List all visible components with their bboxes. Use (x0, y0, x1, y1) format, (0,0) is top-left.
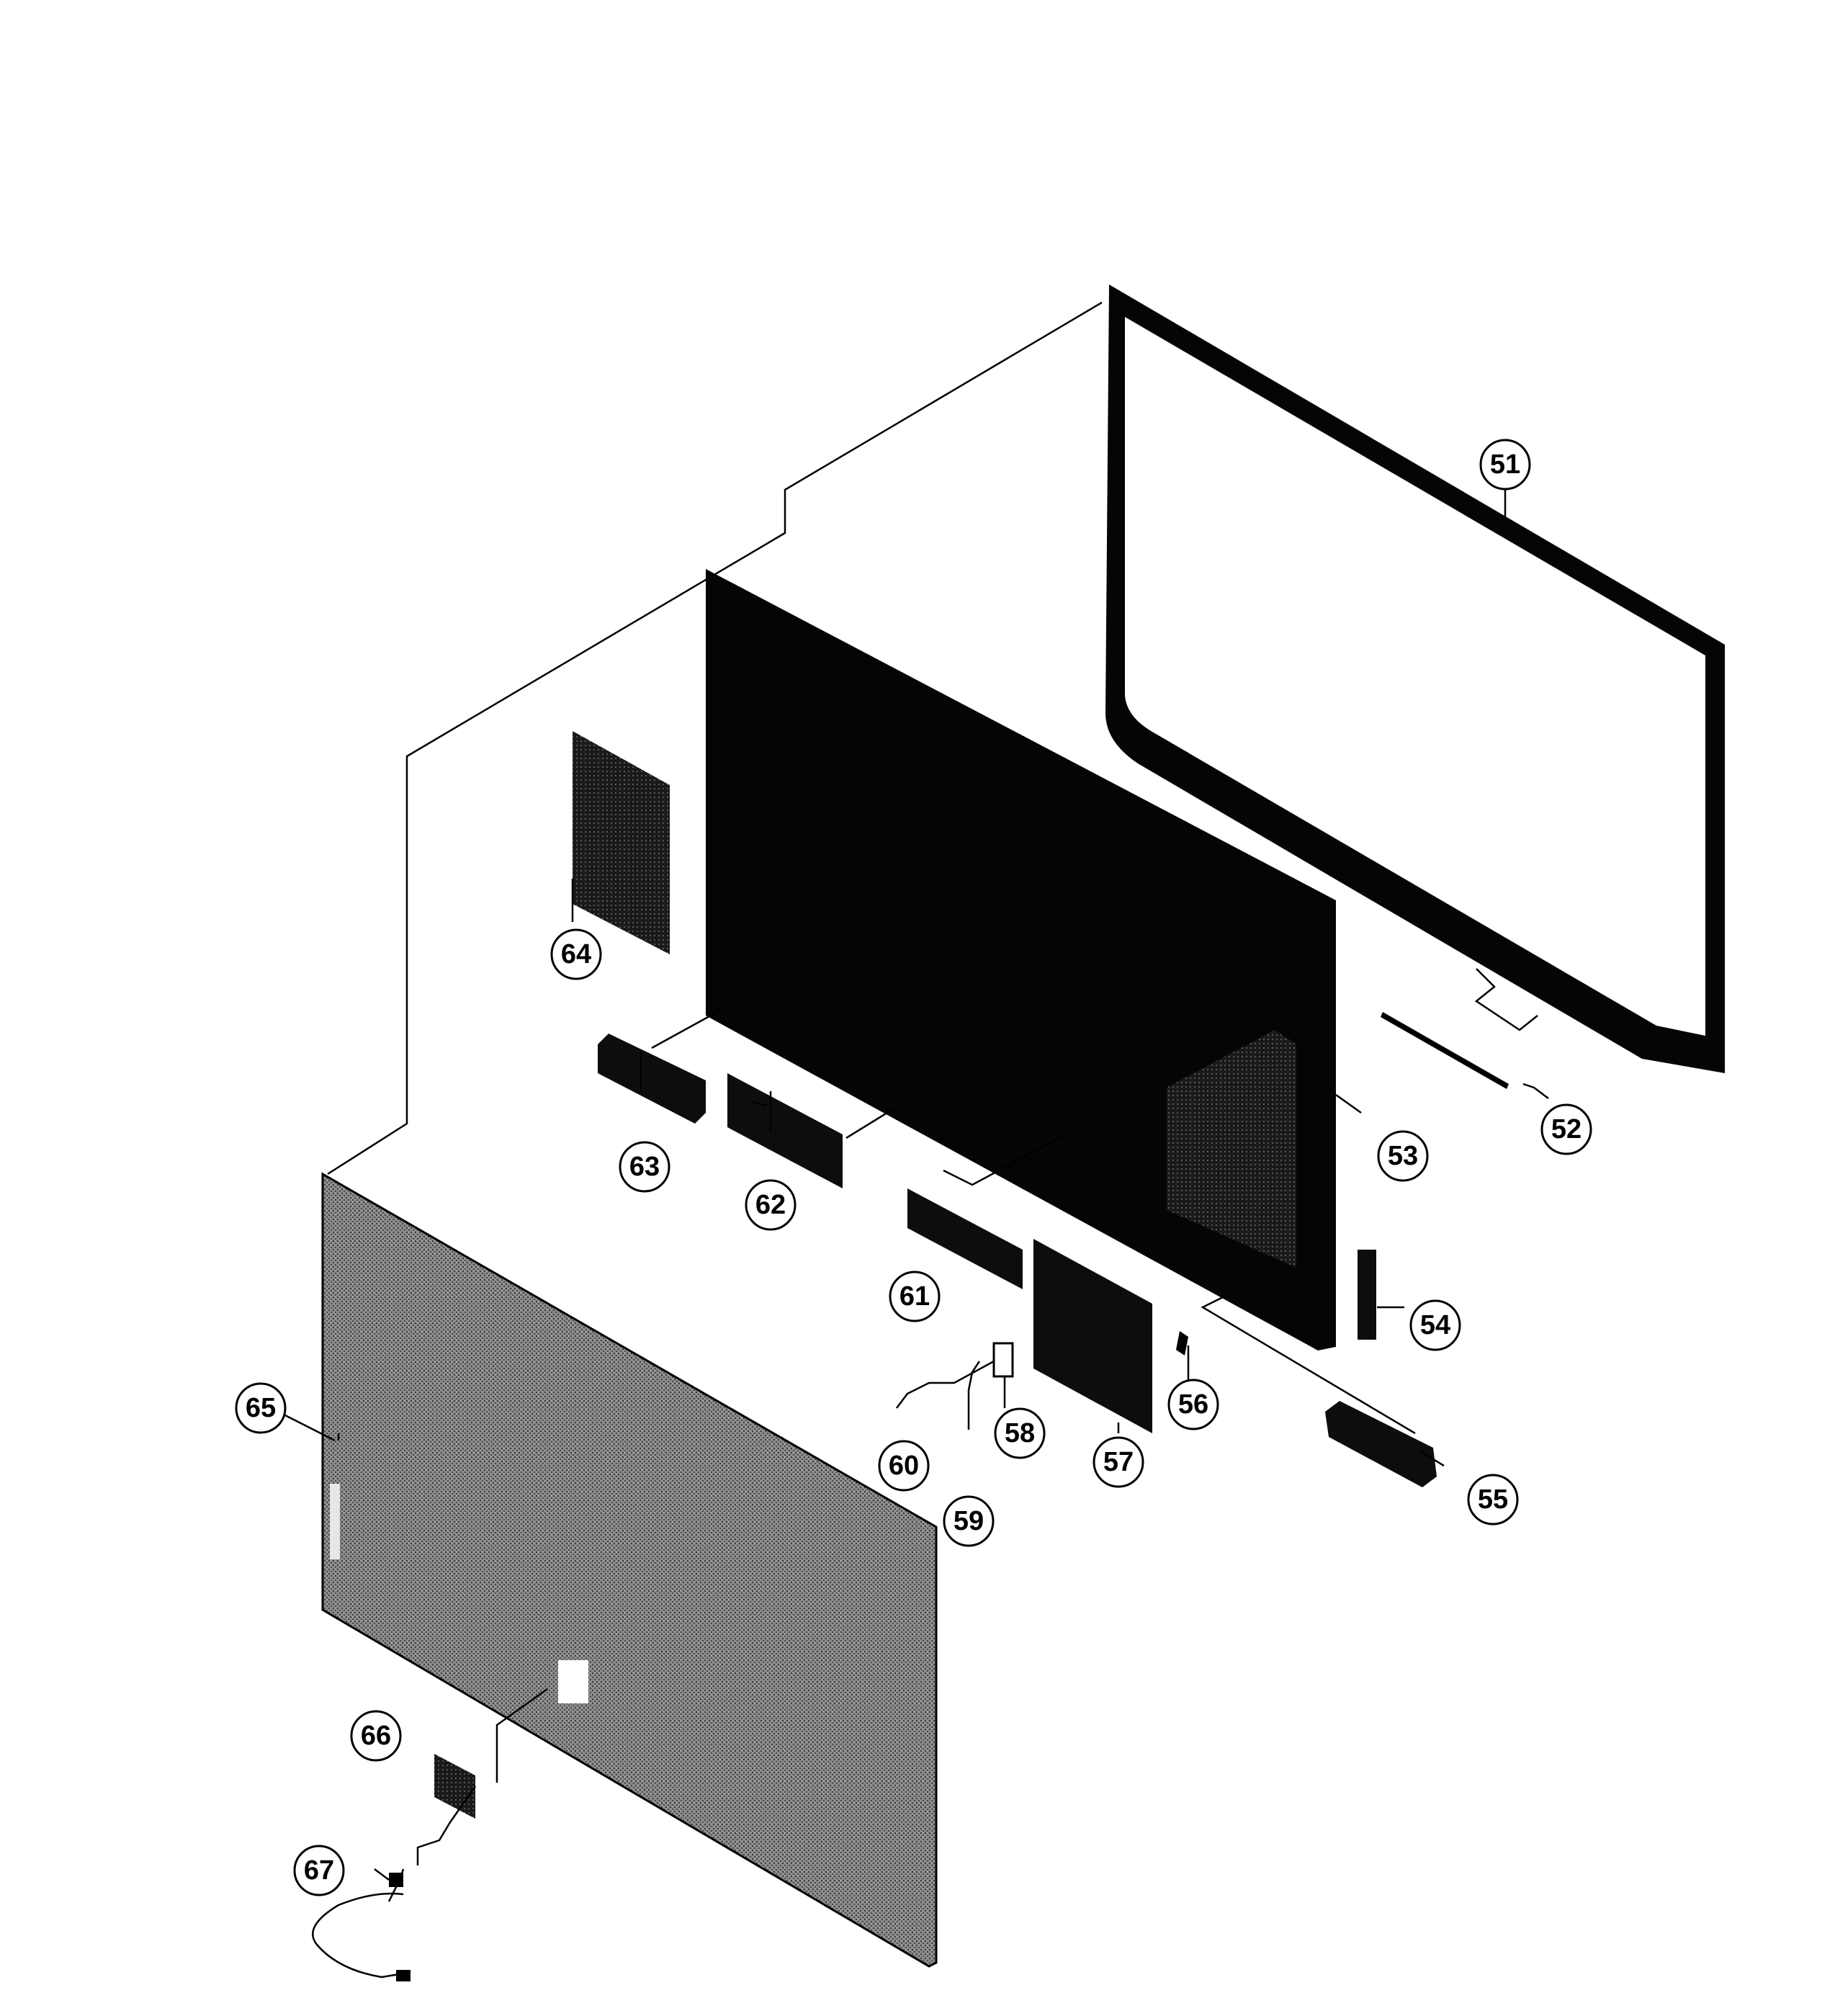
callout-60: 60 (878, 1440, 930, 1492)
callout-66: 66 (350, 1710, 402, 1762)
svg-text:60: 60 (889, 1451, 919, 1481)
svg-text:52: 52 (1551, 1114, 1581, 1144)
sensor-bar-52 (1381, 1012, 1509, 1089)
svg-text:63: 63 (629, 1152, 660, 1182)
assembly-outline-line (327, 301, 1103, 1175)
plate-66 (434, 1754, 475, 1819)
leader-lines (337, 486, 1549, 1881)
svg-text:67: 67 (304, 1855, 334, 1886)
module-58 (992, 1342, 1014, 1378)
lcd-panel-bracket (1167, 1030, 1296, 1268)
svg-text:58: 58 (1005, 1418, 1035, 1448)
svg-text:64: 64 (561, 939, 591, 969)
side-bar-54 (1358, 1250, 1376, 1340)
callout-62: 62 (745, 1179, 797, 1231)
svg-text:55: 55 (1478, 1484, 1508, 1515)
callout-65-leader (284, 1414, 336, 1442)
callout-56: 56 (1167, 1379, 1219, 1430)
svg-text:65: 65 (246, 1393, 276, 1423)
board-64 (573, 731, 670, 954)
callout-61: 61 (889, 1271, 941, 1322)
svg-text:61: 61 (899, 1281, 930, 1312)
callout-64: 64 (550, 928, 602, 980)
callout-63: 63 (619, 1141, 670, 1193)
speaker-right (1325, 1401, 1437, 1487)
callout-54: 54 (1409, 1299, 1461, 1351)
svg-text:66: 66 (361, 1721, 391, 1751)
svg-text:62: 62 (755, 1190, 786, 1220)
back-cover-side-slot (330, 1484, 340, 1559)
svg-text:57: 57 (1103, 1447, 1134, 1477)
callout-52: 52 (1540, 1103, 1592, 1155)
callout-58: 58 (994, 1407, 1046, 1459)
callout-67: 67 (293, 1845, 345, 1896)
connector-56 (1176, 1331, 1188, 1356)
svg-text:51: 51 (1490, 449, 1520, 480)
callout-55: 55 (1467, 1474, 1519, 1526)
back-cover (321, 1172, 938, 1968)
board-61 (907, 1188, 1023, 1289)
power-cord (312, 1868, 410, 1981)
callout-53: 53 (1377, 1130, 1429, 1182)
speaker-left (598, 1034, 706, 1124)
svg-text:59: 59 (954, 1506, 984, 1536)
main-board-57 (1033, 1239, 1152, 1433)
callout-65: 65 (235, 1382, 287, 1434)
board-62 (727, 1073, 843, 1188)
callout-59: 59 (943, 1495, 995, 1547)
callout-57: 57 (1093, 1436, 1144, 1488)
back-cover-opening (558, 1660, 588, 1703)
svg-text:54: 54 (1420, 1310, 1450, 1340)
svg-text:56: 56 (1178, 1389, 1208, 1420)
front-bezel-frame (1105, 285, 1725, 1073)
callout-51: 51 (1479, 439, 1531, 490)
svg-text:53: 53 (1388, 1141, 1418, 1171)
